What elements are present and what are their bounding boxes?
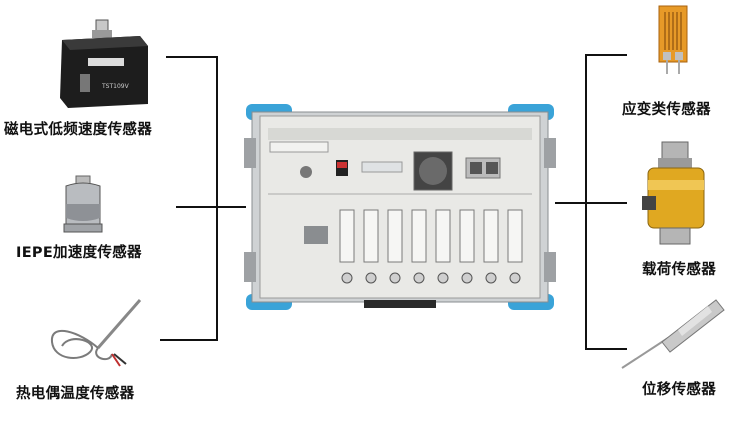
left-connector-mid (176, 206, 218, 208)
left-sensor-label-1: 磁电式低频速度传感器 (4, 122, 152, 138)
left-connector-bottom (160, 339, 218, 341)
left-connector-top (166, 56, 218, 58)
left-connector-vertical (216, 56, 218, 341)
left-connector-to-device (216, 206, 246, 208)
svg-text:TST109V: TST109V (101, 83, 130, 90)
right-sensor-label-2: 载荷传感器 (642, 262, 716, 278)
right-connector-mid (585, 202, 627, 204)
thermocouple-icon (40, 292, 148, 368)
load-cell-icon (640, 140, 712, 248)
right-connector-to-device (555, 202, 587, 204)
left-sensor-label-3: 热电偶温度传感器 (16, 386, 135, 402)
right-connector-bottom (585, 348, 627, 350)
data-acquisition-device-icon (244, 102, 556, 312)
iepe-accelerometer-icon (58, 174, 108, 236)
right-connector-top (585, 54, 627, 56)
strain-gauge-icon (655, 4, 691, 76)
displacement-sensor-icon (618, 290, 726, 372)
right-sensor-label-1: 应变类传感器 (622, 102, 711, 118)
left-sensor-label-2: IEPE加速度传感器 (16, 245, 142, 261)
magnetoelectric-velocity-sensor-icon: TST109V (52, 18, 152, 110)
right-sensor-label-3: 位移传感器 (642, 382, 716, 398)
